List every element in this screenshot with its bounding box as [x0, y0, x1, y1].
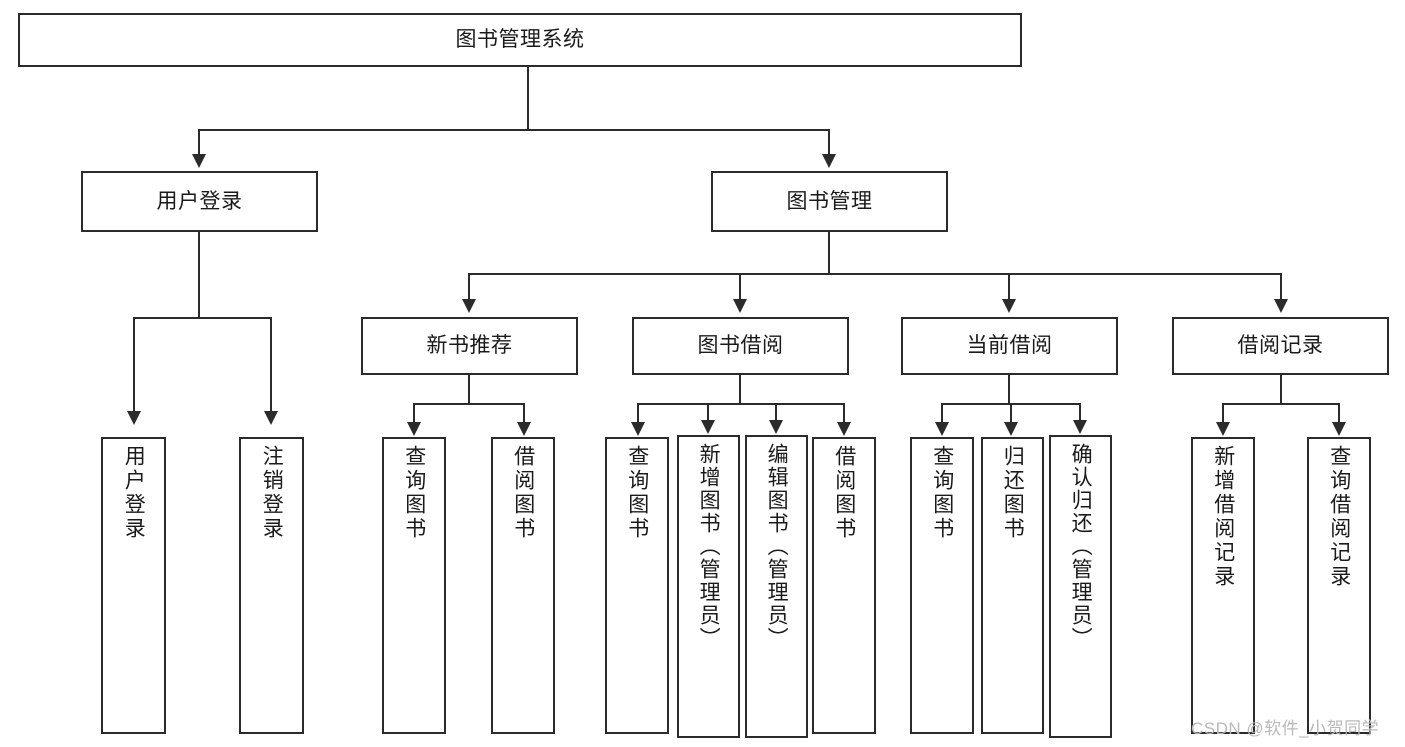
arrowhead-leaf-add-book: [701, 420, 715, 434]
connector-to-leaf-edit-book: [775, 403, 777, 421]
connector-user-login-bus: [133, 317, 272, 319]
node-borrow-record-label: 借阅记录: [1237, 334, 1324, 358]
arrowhead-leaf-user-login: [127, 411, 141, 425]
connector-to-leaf-query-record: [1338, 403, 1340, 423]
node-leaf-query-book-2[interactable]: 查询图书: [605, 437, 669, 734]
arrowhead-leaf-query-book-1: [407, 422, 421, 436]
watermark-text: CSDN @软件_小贺同学: [1191, 719, 1380, 738]
arrowhead-leaf-edit-book: [769, 420, 783, 434]
node-leaf-borrow-book-1-label: 借阅图书: [511, 445, 535, 541]
node-leaf-return-book-label: 归还图书: [1001, 445, 1025, 541]
connector-to-new-book-recommend: [468, 273, 470, 300]
node-leaf-borrow-book-2-label: 借阅图书: [832, 445, 856, 541]
node-book-borrow-label: 图书借阅: [697, 334, 784, 358]
node-current-borrow[interactable]: 当前借阅: [901, 317, 1118, 375]
node-leaf-user-login-label: 用户登录: [122, 445, 146, 541]
node-leaf-logout-login-label: 注销登录: [260, 445, 284, 541]
connector-to-leaf-query-book-1: [413, 403, 415, 423]
connector-to-leaf-query-book-3: [941, 403, 943, 423]
connector-to-leaf-confirm-return: [1079, 403, 1081, 421]
node-leaf-add-book[interactable]: 新增图书（管理员）: [677, 435, 740, 738]
connector-to-leaf-return-book: [1010, 403, 1012, 423]
arrowhead-leaf-borrow-book-2: [837, 422, 851, 436]
connector-to-book-borrow: [739, 273, 741, 300]
arrowhead-leaf-borrow-book-1: [517, 422, 531, 436]
connector-root-trunk: [527, 67, 529, 129]
connector-to-leaf-user-login: [133, 317, 135, 412]
node-leaf-query-book-2-label: 查询图书: [625, 445, 649, 541]
connector-to-leaf-borrow-book-2: [843, 403, 845, 423]
arrowhead-borrow-record: [1274, 299, 1288, 313]
node-new-book-recommend-label: 新书推荐: [426, 334, 513, 358]
connector-book-borrow-bus: [637, 403, 845, 405]
connector-level2-bus: [198, 129, 830, 131]
connector-borrow-record-trunk: [1280, 375, 1282, 404]
node-leaf-borrow-book-1[interactable]: 借阅图书: [491, 437, 555, 734]
node-leaf-edit-book[interactable]: 编辑图书（管理员）: [745, 435, 808, 738]
connector-to-borrow-record: [1280, 273, 1282, 300]
arrowhead-new-book-recommend: [462, 299, 476, 313]
connector-new-book-recommend-bus: [413, 403, 525, 405]
node-root-label: 图书管理系统: [455, 28, 585, 52]
connector-current-borrow-trunk: [1008, 375, 1010, 404]
connector-to-leaf-logout-login: [270, 317, 272, 412]
node-book-management-label: 图书管理: [786, 189, 873, 213]
connector-level3-bus: [468, 273, 1282, 275]
connector-to-leaf-query-book-2: [637, 403, 639, 423]
node-leaf-user-login[interactable]: 用户登录: [101, 437, 166, 734]
connector-to-user-login: [198, 129, 200, 155]
arrowhead-leaf-query-book-3: [935, 422, 949, 436]
connector-borrow-record-bus: [1222, 403, 1340, 405]
arrowhead-leaf-confirm-return: [1073, 420, 1087, 434]
node-current-borrow-label: 当前借阅: [966, 334, 1053, 358]
node-leaf-query-book-1[interactable]: 查询图书: [382, 437, 446, 734]
node-leaf-add-record[interactable]: 新增借阅记录: [1191, 437, 1255, 734]
node-borrow-record[interactable]: 借阅记录: [1172, 317, 1389, 375]
node-user-login-label: 用户登录: [156, 189, 243, 213]
node-book-management[interactable]: 图书管理: [711, 171, 948, 232]
node-book-borrow[interactable]: 图书借阅: [632, 317, 849, 375]
connector-to-leaf-borrow-book-1: [523, 403, 525, 423]
node-leaf-query-record-label: 查询借阅记录: [1327, 445, 1351, 589]
node-leaf-edit-book-label: 编辑图书（管理员）: [765, 443, 789, 650]
connector-to-leaf-add-book: [707, 403, 709, 421]
arrowhead-user-login: [192, 154, 206, 168]
arrowhead-leaf-return-book: [1004, 422, 1018, 436]
connector-to-book-management: [828, 129, 830, 155]
connector-book-management-trunk: [828, 232, 830, 274]
arrowhead-book-management: [822, 154, 836, 168]
node-leaf-add-book-label: 新增图书（管理员）: [697, 443, 721, 650]
node-leaf-return-book[interactable]: 归还图书: [981, 437, 1044, 734]
node-leaf-query-book-1-label: 查询图书: [402, 445, 426, 541]
node-leaf-borrow-book-2[interactable]: 借阅图书: [812, 437, 876, 734]
arrowhead-leaf-query-record: [1332, 422, 1346, 436]
connector-to-current-borrow: [1008, 273, 1010, 300]
node-leaf-add-record-label: 新增借阅记录: [1211, 445, 1235, 589]
connector-book-borrow-trunk: [739, 375, 741, 404]
node-leaf-query-book-3-label: 查询图书: [930, 445, 954, 541]
node-leaf-logout-login[interactable]: 注销登录: [239, 437, 304, 734]
node-leaf-confirm-return-label: 确认归还（管理员）: [1069, 443, 1093, 650]
arrowhead-leaf-query-book-2: [631, 422, 645, 436]
arrowhead-leaf-add-record: [1216, 422, 1230, 436]
node-leaf-query-record[interactable]: 查询借阅记录: [1307, 437, 1371, 734]
connector-user-login-trunk: [198, 232, 200, 318]
node-root[interactable]: 图书管理系统: [18, 13, 1022, 67]
node-user-login[interactable]: 用户登录: [81, 171, 318, 232]
connector-new-book-recommend-trunk: [468, 375, 470, 404]
arrowhead-leaf-logout-login: [264, 411, 278, 425]
node-leaf-query-book-3[interactable]: 查询图书: [910, 437, 974, 734]
connector-to-leaf-add-record: [1222, 403, 1224, 423]
arrowhead-current-borrow: [1002, 299, 1016, 313]
node-leaf-confirm-return[interactable]: 确认归还（管理员）: [1049, 435, 1112, 738]
arrowhead-book-borrow: [733, 299, 747, 313]
node-new-book-recommend[interactable]: 新书推荐: [361, 317, 578, 375]
